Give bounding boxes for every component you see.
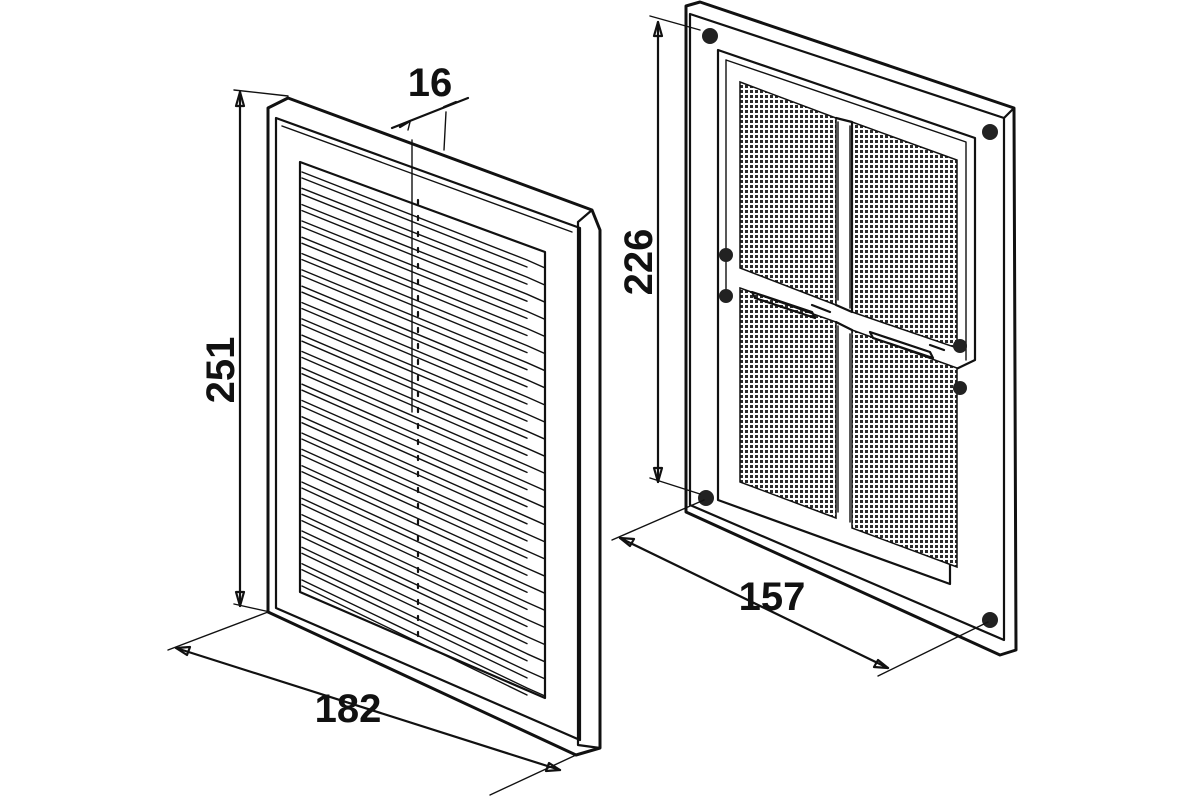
- rear-mesh-panel-top-left: [739, 80, 837, 307]
- louver-slat: [301, 350, 546, 457]
- dimension-label-182: 182: [315, 687, 382, 731]
- louver-slat: [301, 285, 546, 389]
- dimension-182: 182: [167, 611, 577, 796]
- rear-mesh-panel-top-right: [851, 120, 958, 350]
- dimension-157: 157: [611, 499, 989, 677]
- louver-slat: [301, 252, 546, 355]
- louver-slat: [301, 579, 546, 697]
- dimension-226: 226: [617, 15, 701, 495]
- front-grille-louvers: [301, 171, 546, 697]
- front-grille: [266, 96, 602, 757]
- louver-slat: [301, 383, 546, 492]
- rear-grille: [684, 0, 1018, 657]
- louver-slat: [301, 334, 546, 440]
- louver-slat: [301, 465, 546, 577]
- louver-slat: [301, 236, 546, 338]
- rear-mount-hole-bottom-right: [982, 612, 998, 628]
- louver-slat: [301, 530, 546, 646]
- front-grille-inner-frame: [274, 116, 582, 742]
- louver-slat: [301, 448, 546, 560]
- louver-slat: [301, 203, 546, 303]
- louver-slat: [301, 187, 546, 286]
- dimension-16: 16: [390, 61, 470, 413]
- louver-slat: [301, 220, 546, 321]
- front-grille-outer-frame: [266, 96, 602, 757]
- louver-slat: [301, 497, 546, 612]
- louver-slat: [301, 546, 546, 663]
- louver-slat: [301, 432, 546, 543]
- dimension-label-157: 157: [739, 575, 806, 619]
- rear-grille-outer-frame: [684, 0, 1018, 657]
- louver-slat: [301, 514, 546, 629]
- dimension-label-16: 16: [408, 61, 453, 105]
- louver-slat: [301, 563, 546, 680]
- louver-slat: [301, 399, 546, 509]
- louver-slat: [301, 301, 546, 406]
- rear-mount-hole-top-right: [982, 124, 998, 140]
- louver-slat: [301, 171, 546, 269]
- louver-slat: [301, 318, 546, 423]
- louver-slat: [301, 416, 546, 526]
- louver-slat: [301, 481, 546, 594]
- louver-slat: [301, 367, 546, 475]
- rear-mesh-panel-bottom-left: [739, 286, 837, 520]
- rear-mount-hole-top-left: [702, 28, 718, 44]
- rear-mesh-panel-bottom-right: [851, 328, 958, 569]
- rear-mount-hole-bottom-left: [698, 490, 714, 506]
- dimension-label-226: 226: [617, 229, 661, 296]
- louver-slat: [301, 269, 546, 372]
- dimension-label-251: 251: [199, 337, 243, 404]
- dimension-251: 251: [199, 89, 289, 613]
